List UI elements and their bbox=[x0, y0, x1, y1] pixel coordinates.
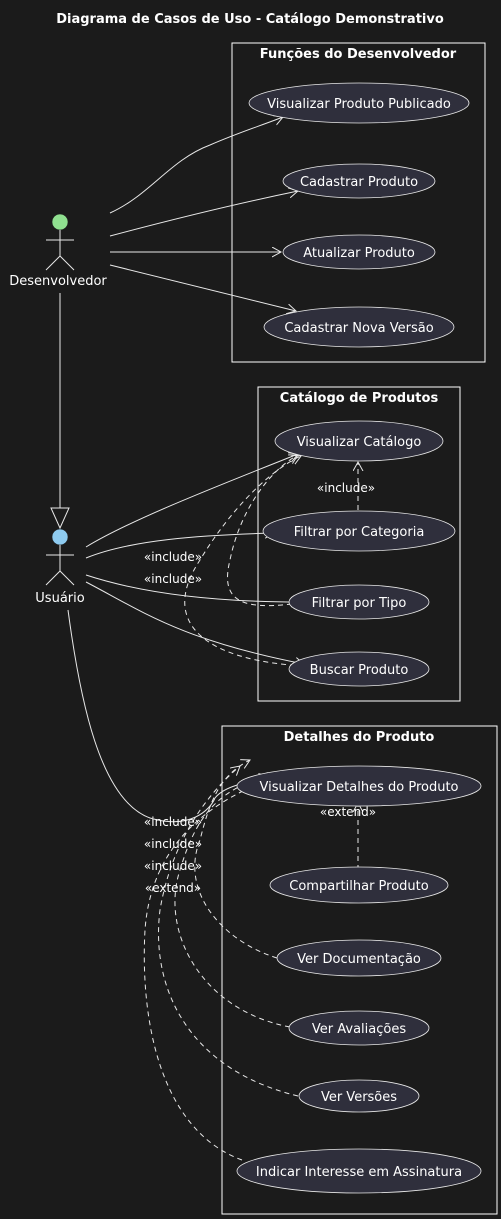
use-case-label: Cadastrar Nova Versão bbox=[284, 321, 433, 336]
actor-head-icon bbox=[51, 213, 69, 231]
use-case-label: Visualizar Catálogo bbox=[297, 435, 422, 450]
use-case-visualizar-detalhes[interactable]: Visualizar Detalhes do Produto bbox=[236, 765, 482, 807]
use-case-label: Visualizar Detalhes do Produto bbox=[259, 780, 458, 795]
use-case-cadastrar-nova-versao[interactable]: Cadastrar Nova Versão bbox=[263, 306, 455, 348]
actor-head-icon bbox=[51, 528, 69, 546]
user-associations bbox=[67, 454, 304, 823]
use-case-label: Atualizar Produto bbox=[303, 246, 415, 261]
stereotype-labels: «include» «include» «include» «extend» «… bbox=[144, 481, 376, 895]
developer-associations bbox=[109, 117, 298, 311]
package-title: Detalhes do Produto bbox=[284, 730, 435, 745]
use-case-ver-versoes[interactable]: Ver Versões bbox=[298, 1079, 420, 1113]
use-case-label: Filtrar por Tipo bbox=[312, 596, 407, 611]
use-case-ver-documentacao[interactable]: Ver Documentação bbox=[276, 939, 442, 977]
use-case-label: Filtrar por Categoria bbox=[294, 525, 425, 540]
use-case-atualizar-produto[interactable]: Atualizar Produto bbox=[282, 234, 436, 270]
include-label: «include» bbox=[144, 815, 202, 829]
use-case-label: Ver Versões bbox=[321, 1090, 397, 1105]
use-case-buscar-produto[interactable]: Buscar Produto bbox=[288, 651, 430, 687]
extend-label: «extend» bbox=[145, 881, 201, 895]
actor-desenvolvedor[interactable]: Desenvolvedor bbox=[9, 213, 107, 289]
package-title: Funções do Desenvolvedor bbox=[260, 47, 457, 62]
package-title: Catálogo de Produtos bbox=[280, 391, 439, 406]
detail-dependencies bbox=[143, 760, 358, 1161]
use-case-filtrar-por-categoria[interactable]: Filtrar por Categoria bbox=[262, 510, 456, 552]
use-case-compartilhar-produto[interactable]: Compartilhar Produto bbox=[269, 866, 449, 904]
use-case-label: Ver Avaliações bbox=[312, 1022, 406, 1037]
diagram-title: Diagrama de Casos de Uso - Catálogo Demo… bbox=[56, 12, 444, 27]
actor-label: Usuário bbox=[35, 591, 84, 606]
include-label: «include» bbox=[144, 550, 202, 564]
use-case-label: Cadastrar Produto bbox=[300, 175, 418, 190]
catalog-dependencies bbox=[184, 455, 358, 667]
extend-label: «extend» bbox=[320, 805, 376, 819]
include-label: «include» bbox=[144, 859, 202, 873]
include-label: «include» bbox=[144, 837, 202, 851]
use-case-cadastrar-produto[interactable]: Cadastrar Produto bbox=[282, 163, 436, 199]
use-case-indicar-interesse[interactable]: Indicar Interesse em Assinatura bbox=[236, 1148, 482, 1194]
include-label: «include» bbox=[317, 481, 375, 495]
use-case-visualizar-catalogo[interactable]: Visualizar Catálogo bbox=[274, 420, 444, 462]
use-case-filtrar-por-tipo[interactable]: Filtrar por Tipo bbox=[288, 584, 430, 620]
generalization-edge bbox=[50, 293, 70, 530]
use-case-label: Visualizar Produto Publicado bbox=[267, 97, 451, 112]
include-label: «include» bbox=[144, 572, 202, 586]
actor-usuario[interactable]: Usuário bbox=[35, 528, 85, 606]
use-case-label: Buscar Produto bbox=[310, 663, 409, 678]
use-case-label: Compartilhar Produto bbox=[289, 879, 428, 894]
use-case-ver-avaliacoes[interactable]: Ver Avaliações bbox=[288, 1010, 430, 1046]
actor-label: Desenvolvedor bbox=[9, 274, 107, 289]
use-case-visualizar-produto-publicado[interactable]: Visualizar Produto Publicado bbox=[248, 82, 470, 124]
use-case-label: Indicar Interesse em Assinatura bbox=[256, 1165, 462, 1180]
use-case-label: Ver Documentação bbox=[297, 952, 421, 967]
